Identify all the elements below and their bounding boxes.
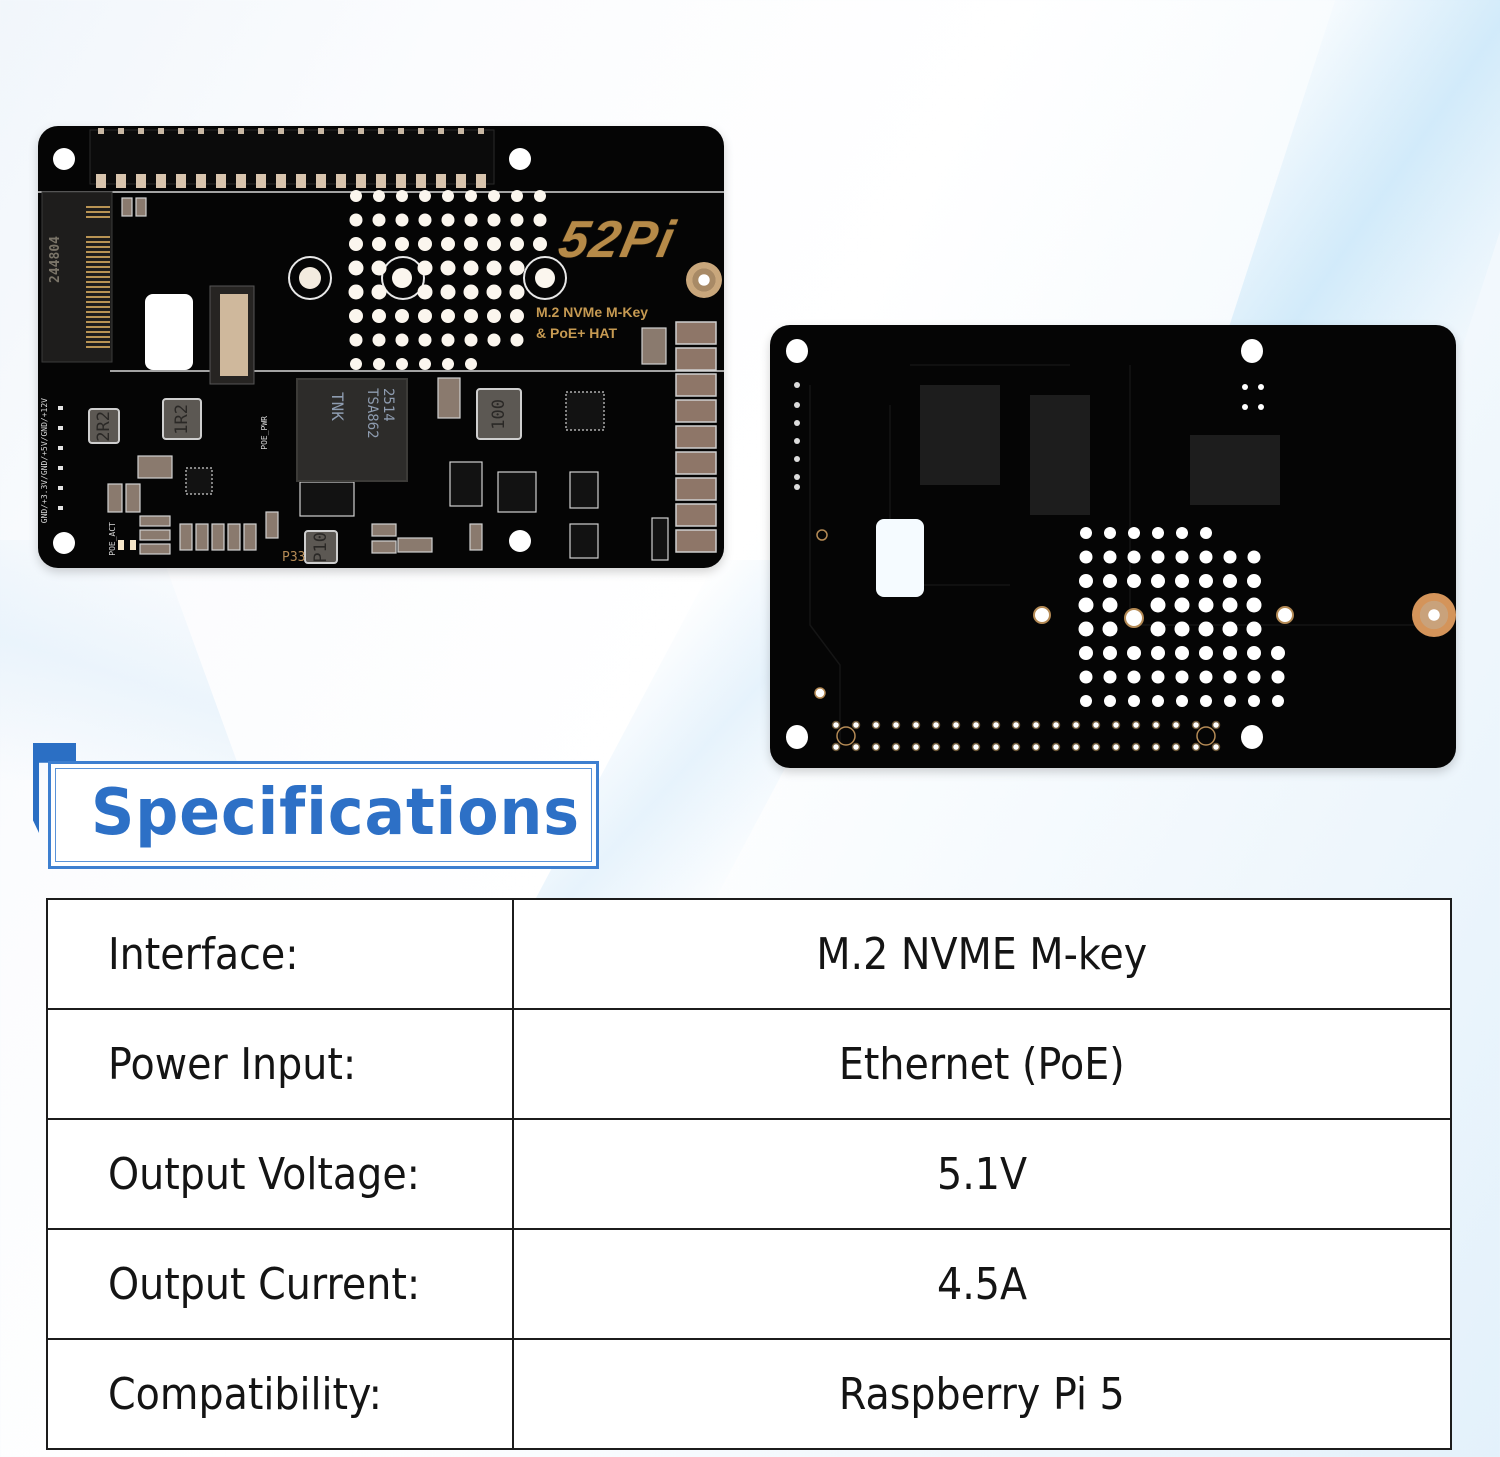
specifications-heading-box: Specifications xyxy=(48,761,599,869)
spec-value: 4.5A xyxy=(512,1228,1452,1340)
inductor-2r2: 2R2 xyxy=(88,408,120,444)
spec-value: 5.1V xyxy=(512,1118,1452,1230)
brand-logo: 52Pi xyxy=(553,211,682,269)
inductor-1r2: 1R2 xyxy=(162,398,202,440)
mounting-hole xyxy=(786,339,808,363)
main-power-chip: TNK 2514 TSA862 xyxy=(296,378,408,482)
spec-value: Ethernet (PoE) xyxy=(512,1008,1452,1120)
specifications-title: Specifications xyxy=(91,776,581,850)
table-row: Compatibility: Raspberry Pi 5 xyxy=(46,1338,1452,1450)
mounting-hole xyxy=(1241,339,1263,363)
board-label-line1: M.2 NVMe M-Key xyxy=(536,304,649,320)
inductor-100: 100 xyxy=(476,388,522,440)
board-label-line2: & PoE+ HAT xyxy=(536,325,618,341)
mounting-hole xyxy=(1241,725,1263,749)
spec-label: Output Voltage: xyxy=(46,1118,514,1230)
m2-connector-label: 244804 xyxy=(48,236,63,283)
pcb-back-traces xyxy=(794,364,1450,752)
pin-header-label: GND/+3.3V/GND/+5V/GND/+12V xyxy=(40,398,49,524)
spec-label: Interface: xyxy=(46,898,514,1010)
mounting-hole xyxy=(53,148,75,170)
specifications-table: Interface: M.2 NVME M-key Power Input: E… xyxy=(46,898,1452,1450)
pcb-front-image: 52Pi M.2 NVMe M-Key & PoE+ HAT TNK 2514 … xyxy=(38,126,724,568)
table-row: Interface: M.2 NVME M-key xyxy=(46,898,1452,1010)
brass-standoff xyxy=(686,262,722,298)
spec-label: Output Current: xyxy=(46,1228,514,1340)
mounting-hole xyxy=(53,532,75,554)
pcb-back-image xyxy=(770,325,1456,768)
board-cutout xyxy=(145,294,193,370)
vent-hole-grid xyxy=(348,190,555,370)
spec-label: Power Input: xyxy=(46,1008,514,1120)
inductor-p10: P10 xyxy=(304,530,338,564)
pad-label-p33: P33 xyxy=(282,550,306,565)
background-light-streak xyxy=(1211,0,1500,380)
pcb-front-traces xyxy=(38,128,724,561)
table-row: Output Voltage: 5.1V xyxy=(46,1118,1452,1230)
mounting-hole xyxy=(509,148,531,170)
table-row: Output Current: 4.5A xyxy=(46,1228,1452,1340)
spec-value: Raspberry Pi 5 xyxy=(512,1338,1452,1450)
board-cutout xyxy=(876,519,924,597)
table-row: Power Input: Ethernet (PoE) xyxy=(46,1008,1452,1120)
poe-pwr-label: POE_PWR xyxy=(260,416,269,450)
copper-standoff-pad xyxy=(1412,593,1456,637)
mounting-hole xyxy=(509,530,531,552)
poe-act-label: POE_ACT xyxy=(108,522,117,556)
spec-label: Compatibility: xyxy=(46,1338,514,1450)
spec-value: M.2 NVME M-key xyxy=(512,898,1452,1010)
mounting-hole xyxy=(786,725,808,749)
